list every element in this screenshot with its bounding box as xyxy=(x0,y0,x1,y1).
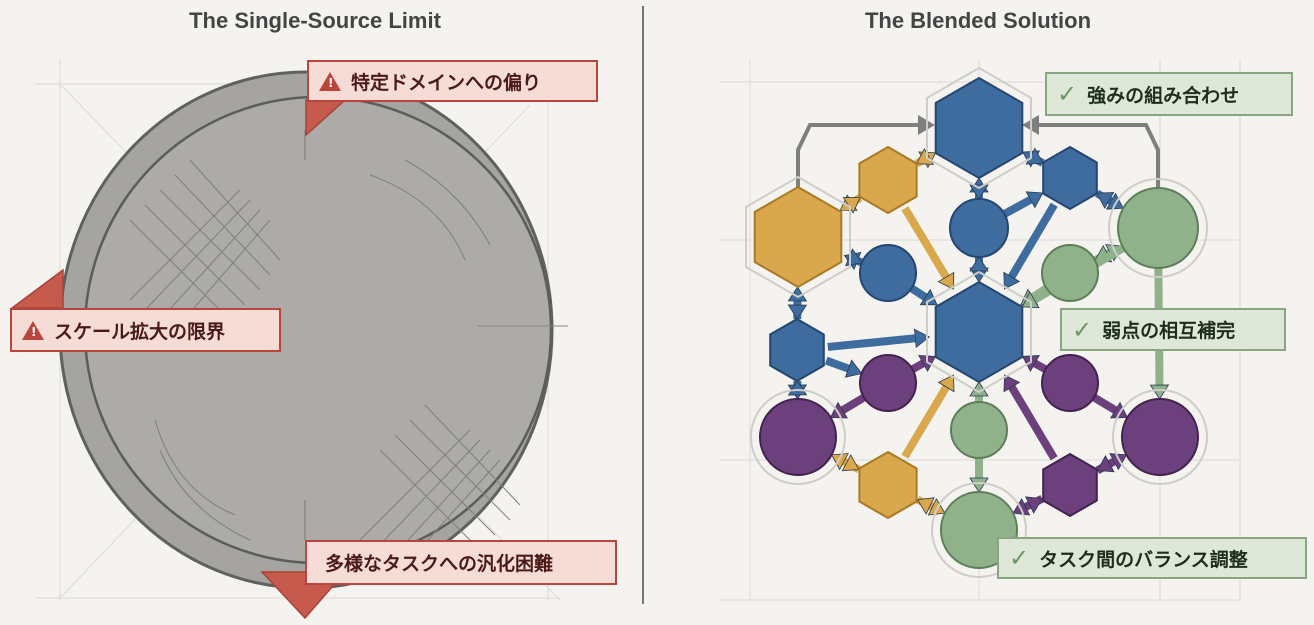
connection-arrow xyxy=(837,393,867,416)
arrowhead xyxy=(969,477,989,493)
warning-text: 特定ドメインへの偏り xyxy=(351,71,542,94)
green-circle-node xyxy=(1041,244,1099,302)
nodes xyxy=(745,66,1208,578)
purple-circle-node xyxy=(1041,354,1099,412)
purple-hexagon-node xyxy=(1042,452,1098,518)
feedback-arrow xyxy=(796,123,920,187)
benefit-label-combine-strengths: ✓ 強みの組み合わせ xyxy=(1045,72,1293,116)
warning-label-domain-bias: ! 特定ドメインへの偏り xyxy=(307,60,598,102)
arrowhead xyxy=(841,454,860,472)
arrowhead xyxy=(1109,453,1128,471)
arrowhead xyxy=(1012,498,1031,516)
left-panel-title: The Single-Source Limit xyxy=(189,8,441,33)
arrowhead xyxy=(937,271,955,290)
blue-circle-node xyxy=(859,244,917,302)
arrowhead xyxy=(844,359,863,378)
yellow-hexagon-node xyxy=(753,185,843,289)
connection-arrow xyxy=(901,206,952,283)
panel-divider xyxy=(642,6,644,604)
single-source-circle xyxy=(58,70,568,590)
warning-label-scale-limit: ! スケール拡大の限界 xyxy=(10,308,281,352)
arrowhead xyxy=(787,380,808,396)
arrowhead xyxy=(1003,271,1021,290)
arrowhead xyxy=(916,497,935,515)
purple-circle-node xyxy=(759,398,837,476)
purple-circle-node xyxy=(859,354,917,412)
blue-hexagon-node xyxy=(934,280,1024,384)
connection-arrow xyxy=(1091,393,1121,416)
blue-circle-node xyxy=(949,198,1009,258)
connection-arrow xyxy=(1006,381,1058,461)
arrowhead xyxy=(916,148,934,165)
connection-arrow xyxy=(1002,194,1036,218)
warning-label-generalization: 多様なタスクへの汎化困難 xyxy=(305,540,617,585)
warning-text: スケール拡大の限界 xyxy=(54,320,226,343)
benefit-text: 強みの組み合わせ xyxy=(1087,84,1240,107)
arrowhead xyxy=(830,453,849,471)
benefit-text: 弱点の相互補完 xyxy=(1102,320,1236,342)
warning-icon: ! xyxy=(319,71,341,91)
connection-arrow xyxy=(1006,202,1058,283)
right-panel-title: The Blended Solution xyxy=(864,8,1092,33)
purple-circle-node xyxy=(1121,398,1199,476)
check-icon: ✓ xyxy=(1057,80,1078,108)
arrowhead xyxy=(1105,192,1124,210)
connection-arrow xyxy=(901,381,952,459)
warning-text: 多様なタスクへの汎化困難 xyxy=(325,553,554,575)
arrowhead xyxy=(927,498,946,516)
arrowhead xyxy=(1003,374,1021,393)
benefit-label-task-balance: ✓ タスク間のバランス調整 xyxy=(997,537,1307,579)
connection-arrow xyxy=(824,356,854,374)
arrowhead xyxy=(1025,191,1044,209)
yellow-hexagon-node xyxy=(858,450,918,520)
arrowhead xyxy=(969,184,989,200)
green-circle-node xyxy=(1117,187,1199,269)
green-circle-node xyxy=(950,401,1008,459)
arrowhead xyxy=(969,256,989,272)
connections xyxy=(787,115,1170,516)
arrowhead xyxy=(787,304,808,320)
warning-icon: ! xyxy=(22,320,44,340)
check-icon: ✓ xyxy=(1072,315,1093,344)
connection-arrow xyxy=(827,333,920,351)
arrowhead xyxy=(1149,384,1170,400)
arrowhead xyxy=(913,328,930,349)
arrowhead xyxy=(829,401,848,419)
arrowhead xyxy=(1096,455,1115,473)
arrowhead xyxy=(937,374,955,393)
benefit-label-complement-weaknesses: ✓ 弱点の相互補完 xyxy=(1060,308,1286,351)
benefit-text: タスク間のバランス調整 xyxy=(1039,548,1248,571)
feedback-arrow xyxy=(1035,123,1160,188)
blue-hexagon-node xyxy=(1042,145,1098,211)
check-icon: ✓ xyxy=(1009,544,1030,572)
yellow-hexagon-node xyxy=(858,145,918,215)
blue-hexagon-node xyxy=(934,76,1024,180)
arrowhead xyxy=(1110,401,1129,419)
blue-hexagon-node xyxy=(769,317,825,383)
arrowhead xyxy=(1096,191,1115,209)
arrowhead xyxy=(1024,496,1043,514)
